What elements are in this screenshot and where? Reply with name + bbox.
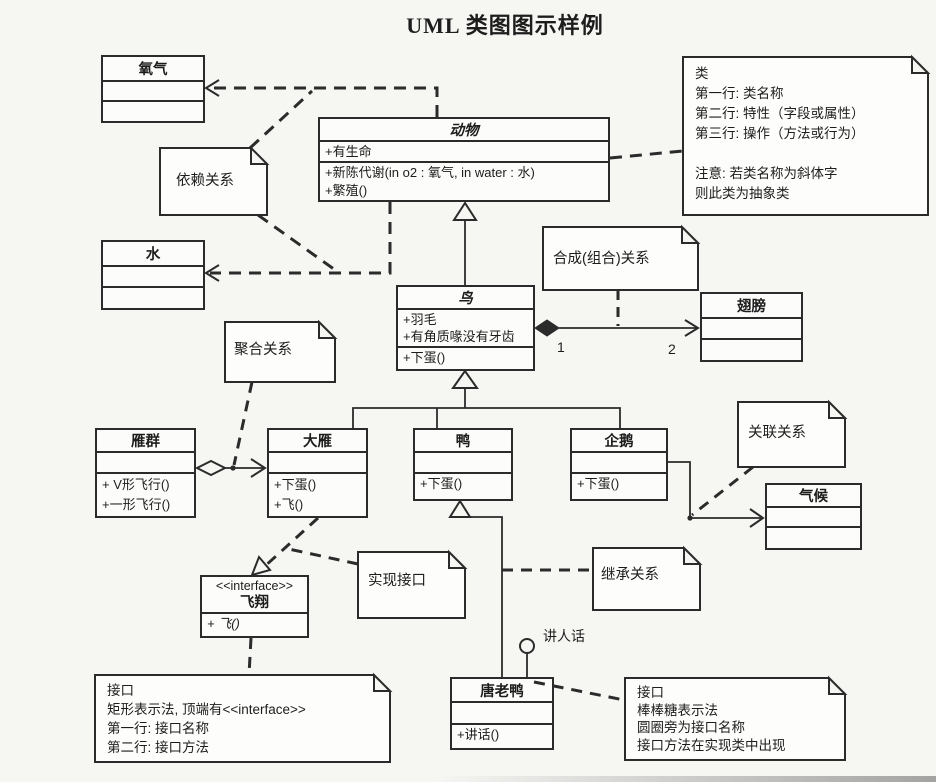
note-association-label: 关联关系 — [748, 425, 806, 441]
interface-fly: <<interface>> 飞翔 + 飞() — [200, 575, 309, 638]
op-line: + 飞() — [207, 616, 240, 631]
op-line: +一形飞行() — [102, 497, 171, 512]
note-dependency-label: 依赖关系 — [176, 173, 234, 189]
class-oxygen: 氧气 — [101, 55, 205, 123]
association-connector — [668, 461, 765, 528]
op-line: +下蛋() — [274, 477, 317, 492]
open-arrow-icon — [204, 79, 220, 97]
class-donald-name: 唐老鸭 — [452, 679, 552, 703]
class-climate-attrs — [767, 508, 860, 528]
interface-stereotype: <<interface>> — [215, 578, 294, 593]
filled-diamond-icon — [534, 319, 560, 337]
interface-fly-name: 飞翔 — [240, 594, 269, 611]
class-flock-attrs — [97, 453, 194, 474]
class-animal-ops: +新陈代谢(in o2 : 氧气, in water : 水) +繁殖() — [320, 163, 608, 201]
page-title: UML 类图图示样例 — [406, 13, 604, 38]
hollow-triangle-icon — [448, 499, 472, 518]
op-line: +新陈代谢(in o2 : 氧气, in water : 水) — [325, 165, 535, 180]
class-oxygen-attrs — [103, 82, 203, 102]
hollow-triangle-icon — [250, 555, 272, 577]
class-duck-attrs — [415, 453, 511, 474]
op-line: + V形飞行() — [102, 477, 170, 492]
interface-fly-header: <<interface>> 飞翔 — [202, 577, 307, 614]
generalization-bird-subclasses — [352, 369, 621, 428]
class-oxygen-name: 氧气 — [103, 57, 203, 82]
note-realization-label: 实现接口 — [368, 573, 426, 589]
class-duck-name: 鸭 — [415, 430, 511, 453]
class-animal-attrs: +有生命 — [320, 142, 608, 163]
class-climate-ops — [767, 528, 860, 530]
scan-artifact — [436, 776, 936, 782]
class-wings-name: 翅膀 — [702, 294, 801, 319]
class-bird: 鸟 +羽毛 +有角质喙没有牙齿 +下蛋() — [396, 285, 535, 371]
class-donald: 唐老鸭 +讲话() — [450, 677, 554, 750]
class-water-ops — [103, 288, 203, 290]
note-interface-rect-legend: 接口 矩形表示法, 顶端有<<interface>> 第一行: 接口名称 第二行… — [107, 683, 306, 755]
class-bird-name: 鸟 — [398, 287, 533, 310]
op-line: +下蛋() — [577, 476, 620, 491]
generalization-animal-bird — [452, 201, 478, 285]
open-arrow-icon — [204, 264, 220, 282]
class-animal: 动物 +有生命 +新陈代谢(in o2 : 氧气, in water : 水) … — [318, 117, 610, 202]
attr-line: +有生命 — [325, 144, 372, 159]
interface-fly-ops: + 飞() — [202, 614, 307, 634]
class-goose-ops: +下蛋() +飞() — [269, 474, 366, 516]
class-flock: 雁群 + V形飞行() +一形飞行() — [95, 428, 196, 518]
note-interface-lollipop-legend: 接口 棒棒糖表示法 圆圈旁为接口名称 接口方法在实现类中出现 — [637, 685, 786, 753]
note-class-legend: 类 第一行: 类名称 第二行: 特性（字段或属性） 第三行: 操作（方法或行为）… — [695, 66, 865, 201]
class-bird-ops: +下蛋() — [398, 348, 533, 368]
hollow-triangle-icon — [452, 201, 478, 221]
class-water: 水 — [101, 240, 205, 310]
class-penguin: 企鹅 +下蛋() — [570, 428, 668, 501]
class-flock-name: 雁群 — [97, 430, 194, 453]
class-goose: 大雁 +下蛋() +飞() — [267, 428, 368, 518]
class-donald-ops: +讲话() — [452, 725, 552, 745]
class-goose-name: 大雁 — [269, 430, 366, 453]
class-climate: 气候 — [765, 483, 862, 550]
hollow-triangle-icon — [451, 369, 479, 389]
op-line: +下蛋() — [420, 476, 463, 491]
op-line: +讲话() — [457, 727, 500, 742]
class-climate-name: 气候 — [767, 485, 860, 508]
open-arrow-icon — [250, 458, 267, 478]
class-bird-attrs: +羽毛 +有角质喙没有牙齿 — [398, 310, 533, 348]
inheritance-connector — [448, 499, 593, 677]
class-penguin-attrs — [572, 453, 666, 474]
note-aggregation-label: 聚合关系 — [234, 342, 292, 358]
attr-line: +有角质喙没有牙齿 — [403, 329, 515, 344]
multiplicity-bird: 1 — [557, 339, 565, 355]
attr-line: +羽毛 — [403, 312, 437, 327]
composition-connector — [534, 290, 700, 337]
class-wings-ops — [702, 340, 801, 342]
class-oxygen-ops — [103, 102, 203, 104]
class-wings-attrs — [702, 319, 801, 340]
class-flock-ops: + V形飞行() +一形飞行() — [97, 474, 194, 516]
class-penguin-ops: +下蛋() — [572, 474, 666, 494]
op-line: +繁殖() — [325, 183, 368, 198]
lollipop-circle-icon — [519, 638, 535, 654]
lollipop-interface-label: 讲人话 — [543, 628, 585, 644]
class-penguin-name: 企鹅 — [572, 430, 666, 453]
multiplicity-wings: 2 — [668, 341, 676, 357]
class-goose-attrs — [269, 453, 366, 474]
class-water-attrs — [103, 267, 203, 288]
class-wings: 翅膀 — [700, 292, 803, 362]
open-arrow-icon — [684, 319, 700, 337]
note-composition-label: 合成(组合)关系 — [553, 251, 650, 267]
aggregation-connector — [194, 381, 267, 478]
op-line: +飞() — [274, 497, 304, 512]
class-animal-name: 动物 — [320, 119, 608, 142]
open-arrow-icon — [749, 508, 765, 528]
class-duck: 鸭 +下蛋() — [413, 428, 513, 501]
class-donald-attrs — [452, 703, 552, 725]
class-duck-ops: +下蛋() — [415, 474, 511, 494]
op-line: +下蛋() — [403, 350, 446, 365]
note-inheritance-label: 继承关系 — [601, 567, 659, 583]
hollow-diamond-icon — [194, 459, 228, 477]
class-water-name: 水 — [103, 242, 203, 267]
